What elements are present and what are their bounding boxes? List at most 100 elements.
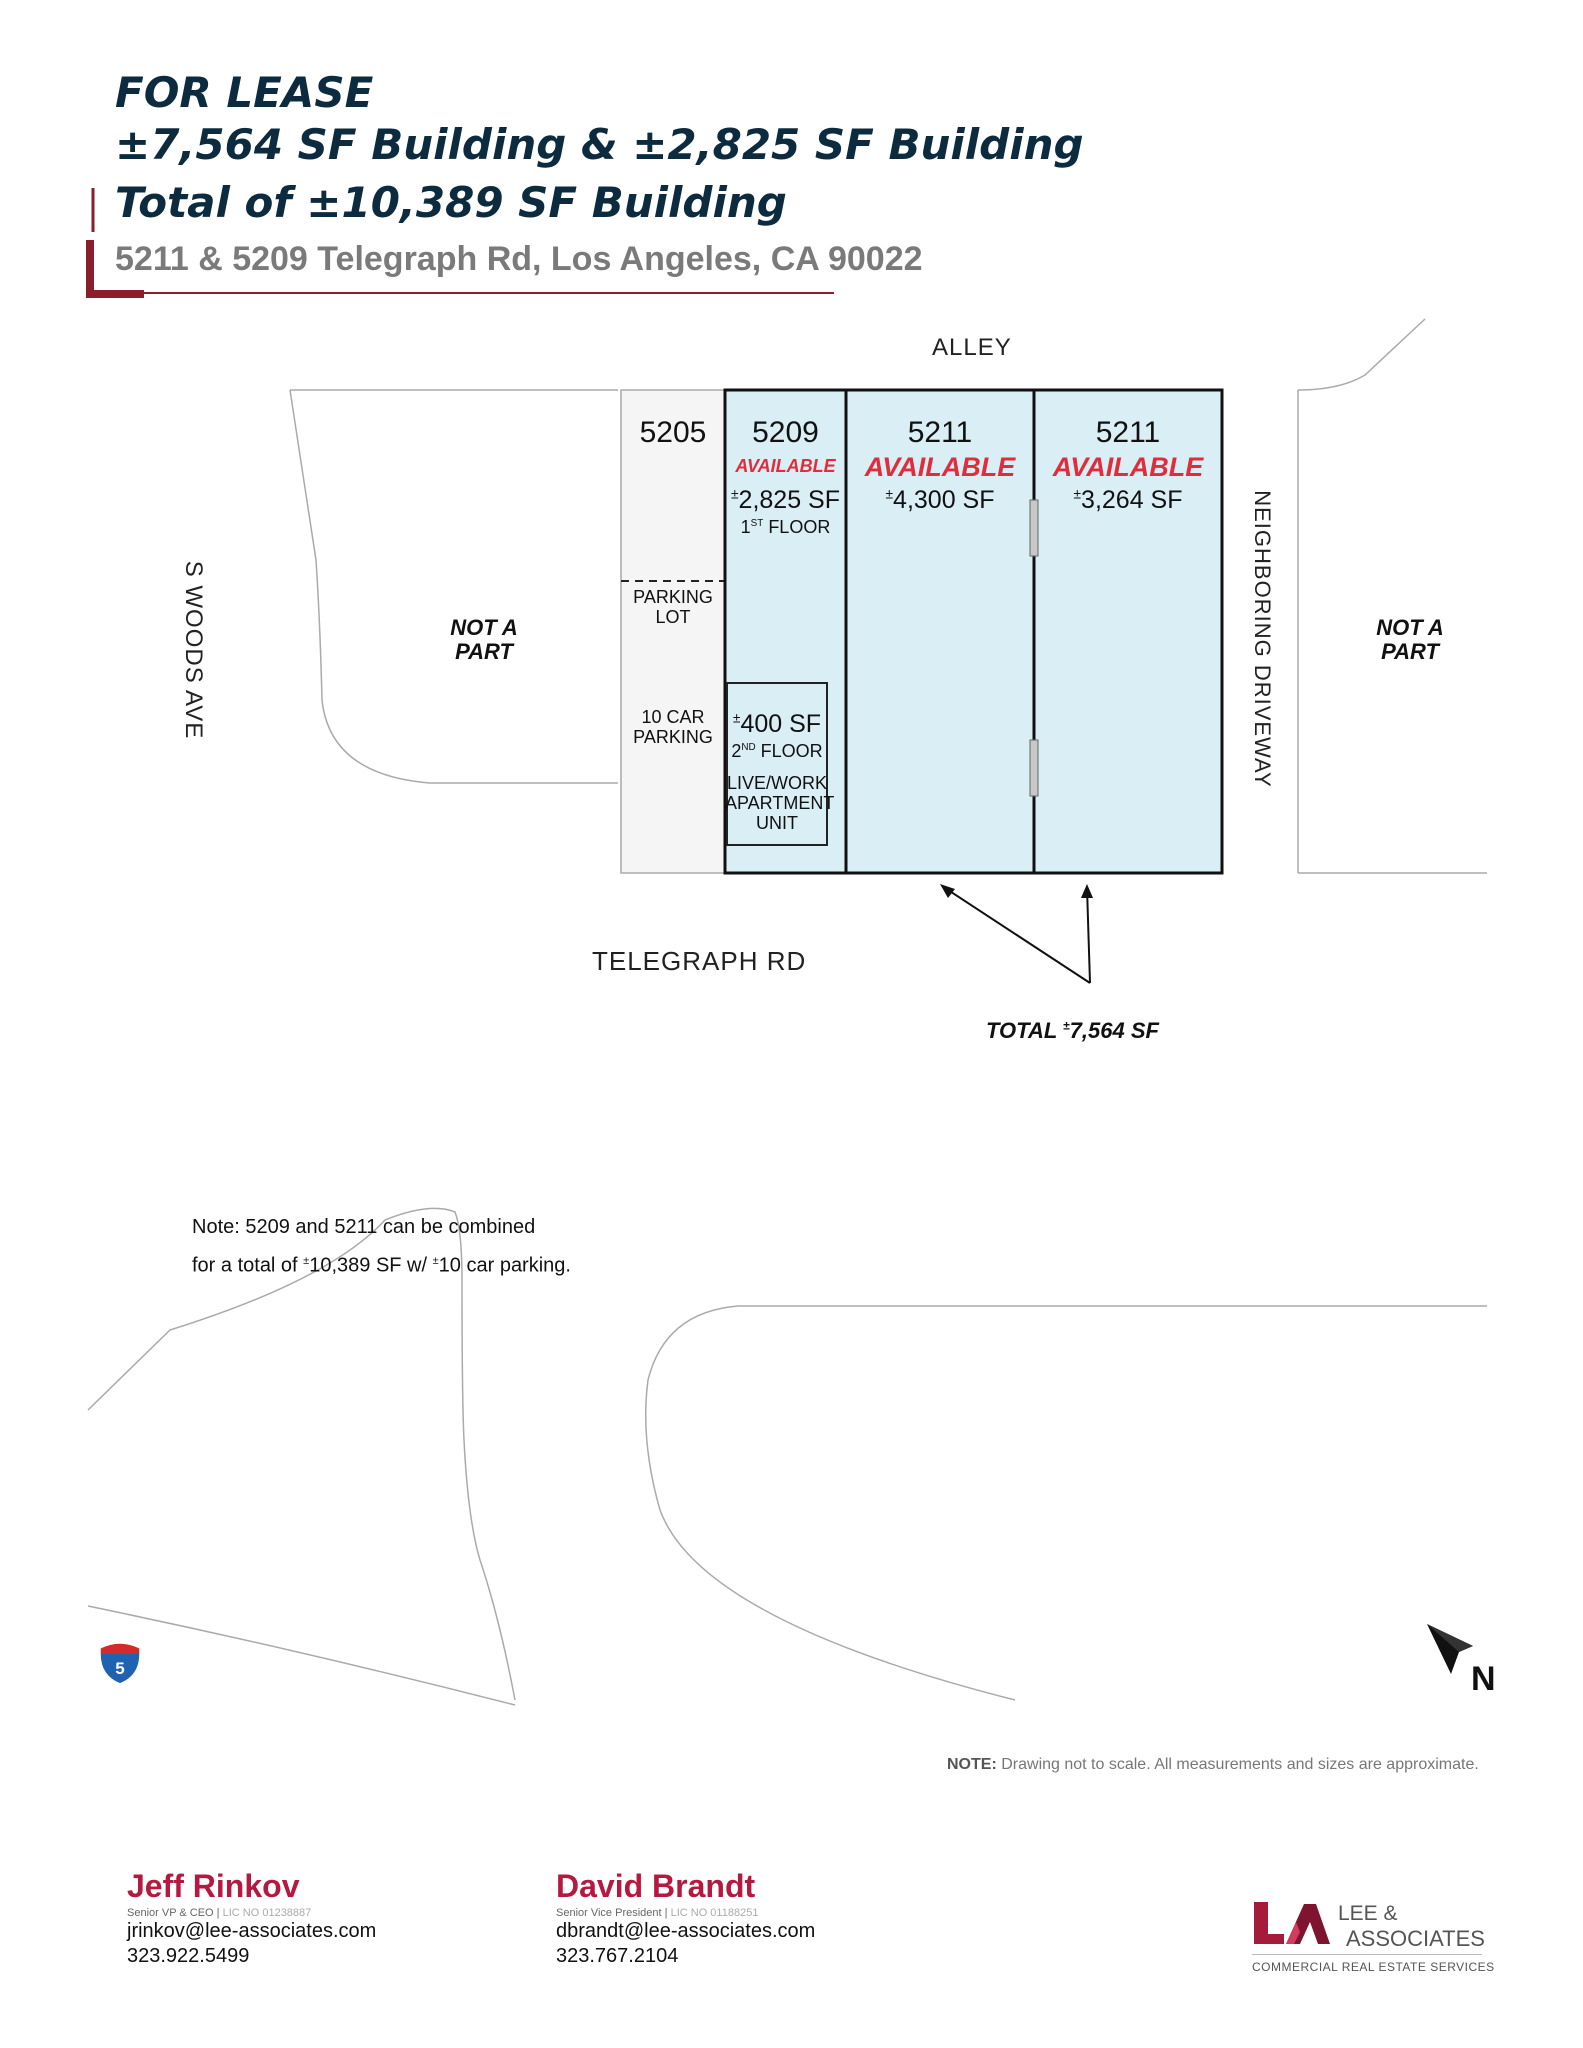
upper-unit-size-prefix: ±	[732, 710, 741, 726]
upper-unit-floor-num: 2	[731, 741, 742, 761]
unit-5211b-number: 5211	[1095, 416, 1161, 449]
parking-lot-line2: LOT	[655, 606, 691, 627]
unit-5209-status: AVAILABLE	[735, 456, 836, 476]
agent-title-text: Senior Vice President	[556, 1907, 662, 1919]
upper-unit-desc-line3: UNIT	[756, 812, 798, 833]
combine-note-line1: Note: 5209 and 5211 can be combined	[192, 1216, 536, 1238]
header-accent	[86, 188, 834, 298]
property-address: 5211 & 5209 Telegraph Rd, Los Angeles, C…	[115, 240, 923, 278]
north-arrow-icon	[1427, 1624, 1473, 1674]
car-parking-label: 10 CAR PARKING	[621, 707, 725, 748]
scale-disclaimer: NOTE: Drawing not to scale. All measurem…	[947, 1756, 1479, 1774]
unit-5211b-size-prefix: ±	[1073, 486, 1082, 502]
unit-5211a-number: 5211	[907, 416, 973, 449]
unit-5209-size-value: 2,825 SF	[738, 486, 840, 514]
total-label-prefix: ±	[1063, 1018, 1070, 1033]
unit-5209-floor: 1ST FLOOR	[725, 517, 846, 538]
upper-unit-outline	[726, 682, 828, 846]
not-a-part-left-line2: PART	[455, 639, 513, 665]
unit-5211a-outline	[844, 388, 1036, 875]
unit-5209-number: 5209	[752, 416, 819, 449]
car-parking-line2: PARKING	[633, 726, 713, 747]
unit-5209-size: ±2,825 SF	[725, 486, 846, 515]
total-label-value: 7,564 SF	[1069, 1018, 1159, 1043]
scale-disclaimer-text: Drawing not to scale. All measurements a…	[996, 1756, 1479, 1773]
unit-5211b-outline	[1032, 388, 1224, 875]
parking-lot-label: PARKING LOT	[621, 587, 725, 628]
agent-phone[interactable]: 323.922.5499	[127, 1945, 250, 1967]
parcel-5205	[620, 389, 726, 874]
street-telegraph-rd: TELEGRAPH RD	[592, 946, 807, 976]
parking-lot-line1: PARKING	[633, 587, 713, 607]
upper-unit-floor-text: FLOOR	[760, 741, 823, 761]
upper-unit-size-value: 400 SF	[740, 710, 822, 738]
driveway-right-outline	[1297, 318, 1487, 874]
agent-title: Senior VP & CEO | LIC NO 01238887	[127, 1907, 312, 1919]
unit-5211a-size: ±4,300 SF	[846, 486, 1034, 515]
street-s-woods-ave: S WOODS AVE	[180, 560, 207, 740]
combine-note: Note: 5209 and 5211 can be combined for …	[192, 1210, 571, 1283]
agent-title: Senior Vice President | LIC NO 01188251	[556, 1907, 759, 1919]
upper-unit-floor-sup: ND	[741, 742, 756, 753]
not-a-part-right: NOT A PART	[1350, 615, 1470, 665]
parcel-5205-number: 5205	[639, 416, 707, 449]
unit-5211b-size: ±3,264 SF	[1034, 486, 1222, 515]
not-a-part-left: NOT A PART	[424, 615, 544, 665]
door-1	[1029, 499, 1039, 557]
not-a-part-left-line1: NOT A	[450, 615, 518, 640]
logo-line1: LEE &	[1338, 1902, 1398, 1925]
interstate-5-number: 5	[115, 1659, 124, 1678]
street-neighboring-driveway: NEIGHBORING DRIVEWAY	[1250, 490, 1275, 788]
unit-5211a-size-value: 4,300 SF	[893, 486, 995, 514]
agent-license: LIC NO 01238887	[222, 1907, 312, 1919]
total-label: TOTAL ±7,564 SF	[986, 1018, 1159, 1044]
title-for-lease: FOR LEASE	[115, 68, 374, 117]
unit-5211a-status: AVAILABLE	[864, 452, 1016, 482]
upper-unit-desc: LIVE/WORK APARTMENT UNIT	[725, 773, 835, 833]
agent-email[interactable]: jrinkov@lee-associates.com	[127, 1920, 377, 1942]
agent-phone[interactable]: 323.767.2104	[556, 1945, 679, 1967]
interstate-5-shield-icon: 5	[99, 1642, 141, 1685]
agent-card-jeff-rinkov: Jeff Rinkov Senior VP & CEO | LIC NO 012…	[127, 1868, 376, 1969]
combine-note-line2-b: 10,389 SF w/	[309, 1254, 433, 1277]
not-a-part-right-line2: PART	[1381, 639, 1439, 665]
not-a-part-left-outline	[289, 389, 618, 784]
unit-5211b-status: AVAILABLE	[1052, 452, 1204, 482]
total-label-text: TOTAL	[986, 1018, 1057, 1043]
agent-title-text: Senior VP & CEO	[127, 1907, 214, 1919]
title-total-size: Total of ±10,389 SF Building	[115, 178, 787, 227]
scale-disclaimer-bold: NOTE:	[947, 1756, 997, 1773]
logo-line2: ASSOCIATES	[1346, 1926, 1485, 1951]
combine-note-pm2: ±	[432, 1255, 439, 1267]
lee-associates-logo-icon	[1254, 1902, 1330, 1944]
unit-5209-outline	[723, 388, 848, 875]
north-label: N	[1471, 1660, 1496, 1698]
upper-unit-size: ±400 SF	[727, 710, 827, 739]
combine-note-line2-a: for a total of	[192, 1254, 304, 1277]
not-a-part-right-line1: NOT A	[1376, 615, 1444, 640]
car-parking-line1: 10 CAR	[641, 707, 705, 727]
agent-card-david-brandt: David Brandt Senior Vice President | LIC…	[556, 1868, 815, 1969]
unit-5209-floor-text: FLOOR	[768, 517, 831, 537]
agent-email[interactable]: dbrandt@lee-associates.com	[556, 1920, 816, 1942]
combine-note-line2: for a total of ±10,389 SF w/ ±10 car par…	[192, 1244, 571, 1283]
door-2	[1029, 739, 1039, 797]
unit-5211b-size-value: 3,264 SF	[1081, 486, 1183, 514]
unit-5209-size-prefix: ±	[731, 486, 739, 502]
road-bottom-left	[87, 1605, 516, 1706]
street-alley: ALLEY	[932, 334, 1012, 361]
combine-note-pm1: ±	[303, 1255, 310, 1267]
road-left	[87, 1207, 516, 1701]
agent-name: David Brandt	[556, 1868, 756, 1904]
agent-license: LIC NO 01188251	[670, 1907, 759, 1919]
unit-5209-floor-sup: ST	[750, 518, 764, 529]
combine-note-line2-c: 10 car parking.	[438, 1254, 571, 1277]
upper-unit-floor: 2ND FLOOR	[727, 741, 827, 762]
road-right	[645, 1305, 1487, 1701]
logo-tagline: COMMERCIAL REAL ESTATE SERVICES	[1252, 1960, 1495, 1974]
agent-name: Jeff Rinkov	[127, 1868, 300, 1904]
upper-unit-desc-line1: LIVE/WORK	[726, 773, 828, 793]
unit-5211a-size-prefix: ±	[885, 486, 894, 502]
logo-divider	[1252, 1954, 1482, 1955]
upper-unit-desc-line2: APARTMENT	[725, 792, 835, 813]
